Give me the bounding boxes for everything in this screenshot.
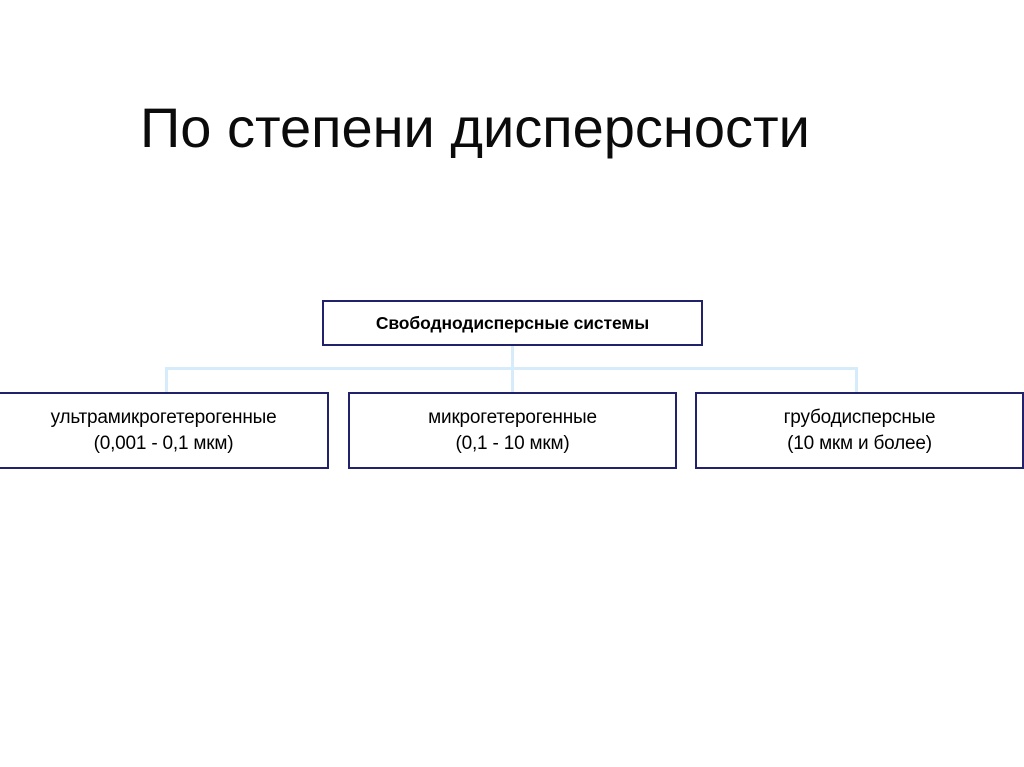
node-microheterogeneous: микрогетерогенные (0,1 - 10 мкм) xyxy=(348,392,677,469)
node-ultramicroheterogeneous-label: ультрамикрогетерогенные (0,001 - 0,1 мкм… xyxy=(50,406,277,454)
node-coarsely-disperse: грубодисперсные (10 мкм и более) xyxy=(695,392,1024,469)
node-ultramicroheterogeneous: ультрамикрогетерогенные (0,001 - 0,1 мкм… xyxy=(0,392,329,469)
node-root-label: Свободнодисперсные системы xyxy=(375,312,650,333)
page-title: По степени дисперсности xyxy=(140,95,810,159)
node-microheterogeneous-label: микрогетерогенные (0,1 - 10 мкм) xyxy=(428,406,597,454)
node-root-free-disperse-systems: Свободнодисперсные системы xyxy=(322,300,703,346)
node-coarsely-disperse-label: грубодисперсные (10 мкм и более) xyxy=(783,406,936,454)
